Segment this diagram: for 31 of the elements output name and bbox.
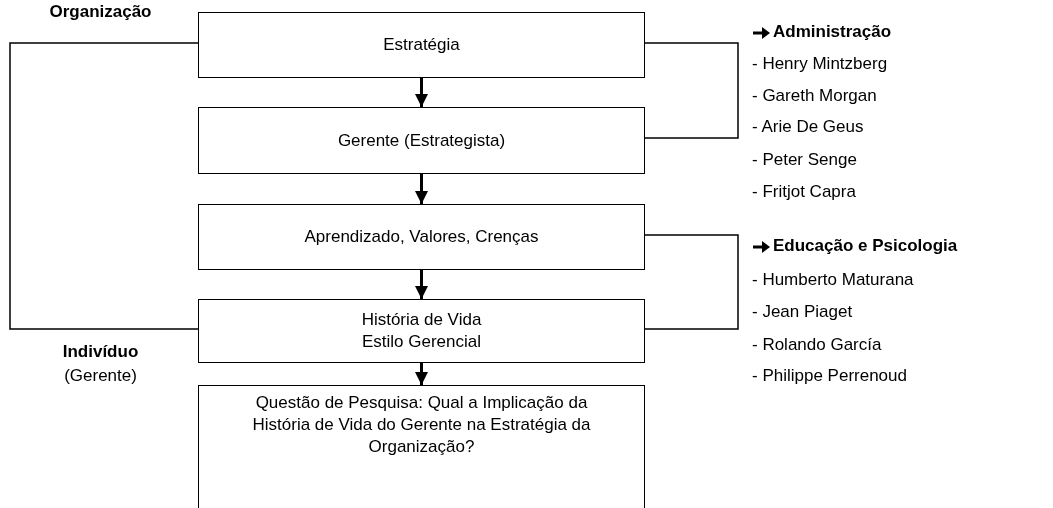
heading: Administração — [773, 22, 892, 42]
process-box — [198, 299, 645, 363]
bracket-line — [644, 42, 739, 139]
process-box — [198, 385, 645, 508]
list-item: - Humberto Maturana — [752, 270, 914, 290]
list-item: - Gareth Morgan — [752, 86, 877, 106]
heading: Organização — [48, 2, 153, 22]
list-item: - Henry Mintzberg — [752, 54, 888, 74]
process-box — [198, 12, 645, 78]
arrow — [414, 363, 429, 385]
heading: Indivíduo — [61, 342, 140, 362]
box-text: Gerente (Estrategista) — [337, 129, 506, 152]
box-text: Estratégia — [383, 34, 460, 56]
list-item: - Fritjot Capra — [752, 182, 856, 202]
list-item: - Jean Piaget — [752, 302, 853, 322]
process-box — [198, 107, 645, 174]
arrow — [414, 174, 429, 204]
bracket-line — [9, 42, 199, 330]
list-item: (Gerente) — [63, 366, 138, 386]
box-text: Aprendizado, Valores, Crenças — [304, 226, 539, 248]
list-item: - Philippe Perrenoud — [752, 366, 907, 386]
arrow — [414, 270, 429, 299]
box-text: História de Vida Estilo Gerencial — [360, 309, 483, 353]
arrow — [414, 78, 429, 107]
box-text: Questão de Pesquisa: Qual a Implicação da História de Vida do Gerente na Estratégia da Organização? — [251, 392, 592, 458]
list-item: - Arie De Geus — [752, 117, 864, 137]
heading: Educação e Psicologia — [773, 236, 958, 256]
list-item: - Peter Senge — [752, 150, 857, 170]
bracket-line — [644, 234, 739, 330]
list-item: - Rolando García — [752, 335, 882, 355]
process-box — [198, 204, 645, 270]
